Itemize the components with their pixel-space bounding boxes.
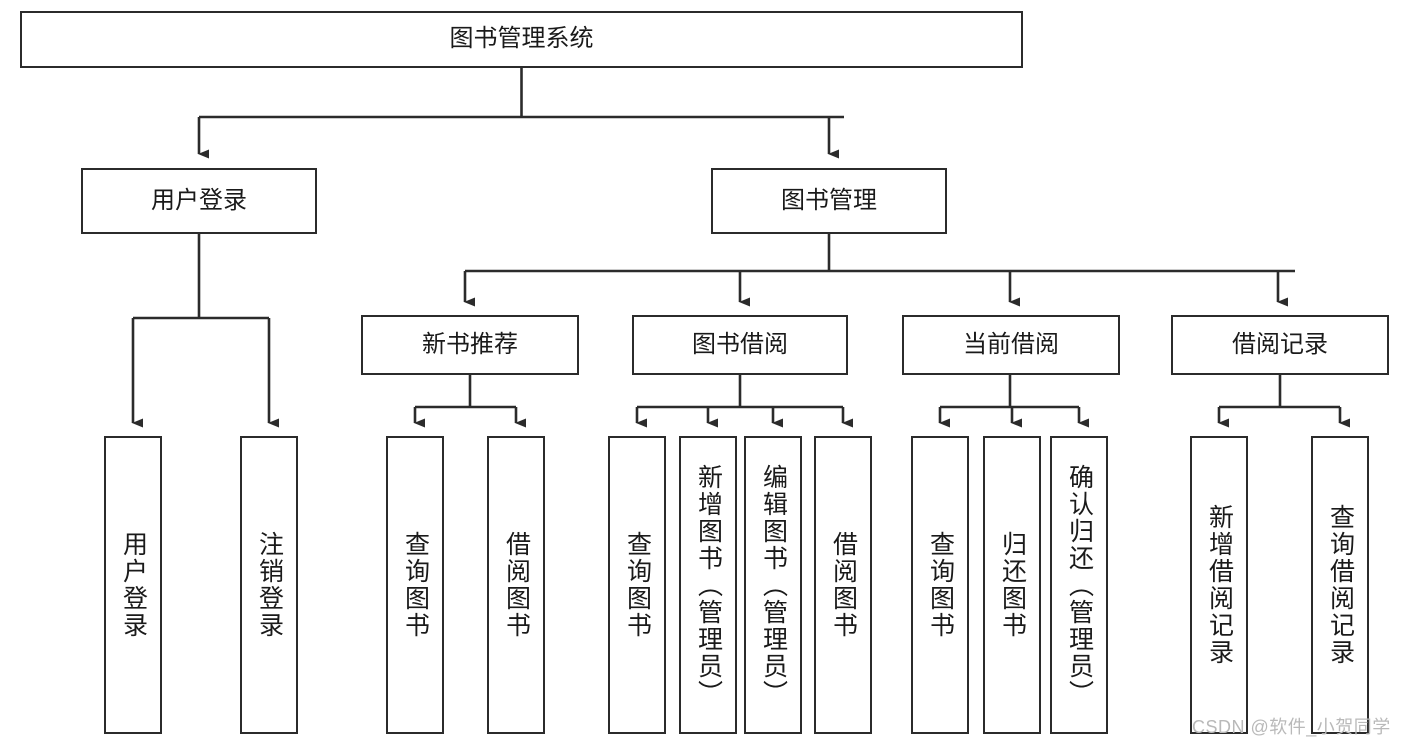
- node-user-login[interactable]: 用户登录: [81, 168, 317, 234]
- edges-currentborrow-to-leaves: [938, 375, 1089, 428]
- leaf-user-login[interactable]: 用户登录: [104, 436, 162, 734]
- leaf-add-borrow-record[interactable]: 新增借阅记录: [1190, 436, 1248, 734]
- edges-newbook-to-leaves: [413, 375, 526, 428]
- node-label: 图书管理: [781, 186, 877, 214]
- node-borrow-record[interactable]: 借阅记录: [1171, 315, 1389, 375]
- node-current-borrow[interactable]: 当前借阅: [902, 315, 1120, 375]
- leaf-borrow-book-borrow[interactable]: 借阅图书: [814, 436, 872, 734]
- node-label: 借阅图书: [829, 531, 858, 639]
- node-new-book-recommend[interactable]: 新书推荐: [361, 315, 579, 375]
- node-root-system[interactable]: 图书管理系统: [20, 11, 1023, 68]
- node-label: 借阅图书: [502, 531, 531, 639]
- leaf-edit-book-admin[interactable]: 编辑图书（管理员）: [744, 436, 802, 734]
- node-label: 新书推荐: [422, 330, 518, 358]
- node-label: 用户登录: [151, 186, 247, 214]
- node-label: 查询图书: [623, 531, 652, 639]
- edges-userlogin-to-leaves: [131, 234, 279, 428]
- node-label: 新增借阅记录: [1205, 504, 1234, 666]
- node-label: 用户登录: [119, 531, 148, 639]
- leaf-query-book-borrow[interactable]: 查询图书: [608, 436, 666, 734]
- node-label: 借阅记录: [1232, 330, 1328, 358]
- node-label: 归还图书: [998, 531, 1027, 639]
- edges-root-to-level2: [197, 68, 844, 159]
- edges-bookmgmt-to-level3: [463, 234, 1295, 307]
- watermark-text: CSDN @软件_小贺同学: [1192, 717, 1391, 737]
- node-label: 图书管理系统: [449, 25, 594, 53]
- leaf-return-book[interactable]: 归还图书: [983, 436, 1041, 734]
- leaf-logout-login[interactable]: 注销登录: [240, 436, 298, 734]
- leaf-confirm-return-admin[interactable]: 确认归还（管理员）: [1050, 436, 1108, 734]
- node-label: 查询图书: [401, 531, 430, 639]
- leaf-add-book-admin[interactable]: 新增图书（管理员）: [679, 436, 737, 734]
- node-label: 查询图书: [926, 531, 955, 639]
- edges-borrowbook-to-leaves: [635, 375, 853, 428]
- leaf-query-book-current[interactable]: 查询图书: [911, 436, 969, 734]
- node-label: 查询借阅记录: [1326, 504, 1355, 666]
- node-label: 注销登录: [255, 531, 284, 639]
- node-label: 确认归还（管理员）: [1065, 463, 1094, 707]
- node-label: 图书借阅: [692, 330, 788, 358]
- node-label: 新增图书（管理员）: [694, 463, 723, 707]
- node-label: 当前借阅: [963, 330, 1059, 358]
- leaf-query-borrow-record[interactable]: 查询借阅记录: [1311, 436, 1369, 734]
- node-book-borrow[interactable]: 图书借阅: [632, 315, 848, 375]
- leaf-query-book-newbook[interactable]: 查询图书: [386, 436, 444, 734]
- leaf-borrow-book-newbook[interactable]: 借阅图书: [487, 436, 545, 734]
- node-book-management[interactable]: 图书管理: [711, 168, 947, 234]
- node-label: 编辑图书（管理员）: [759, 463, 788, 707]
- edges-borrowrecord-to-leaves: [1217, 375, 1350, 428]
